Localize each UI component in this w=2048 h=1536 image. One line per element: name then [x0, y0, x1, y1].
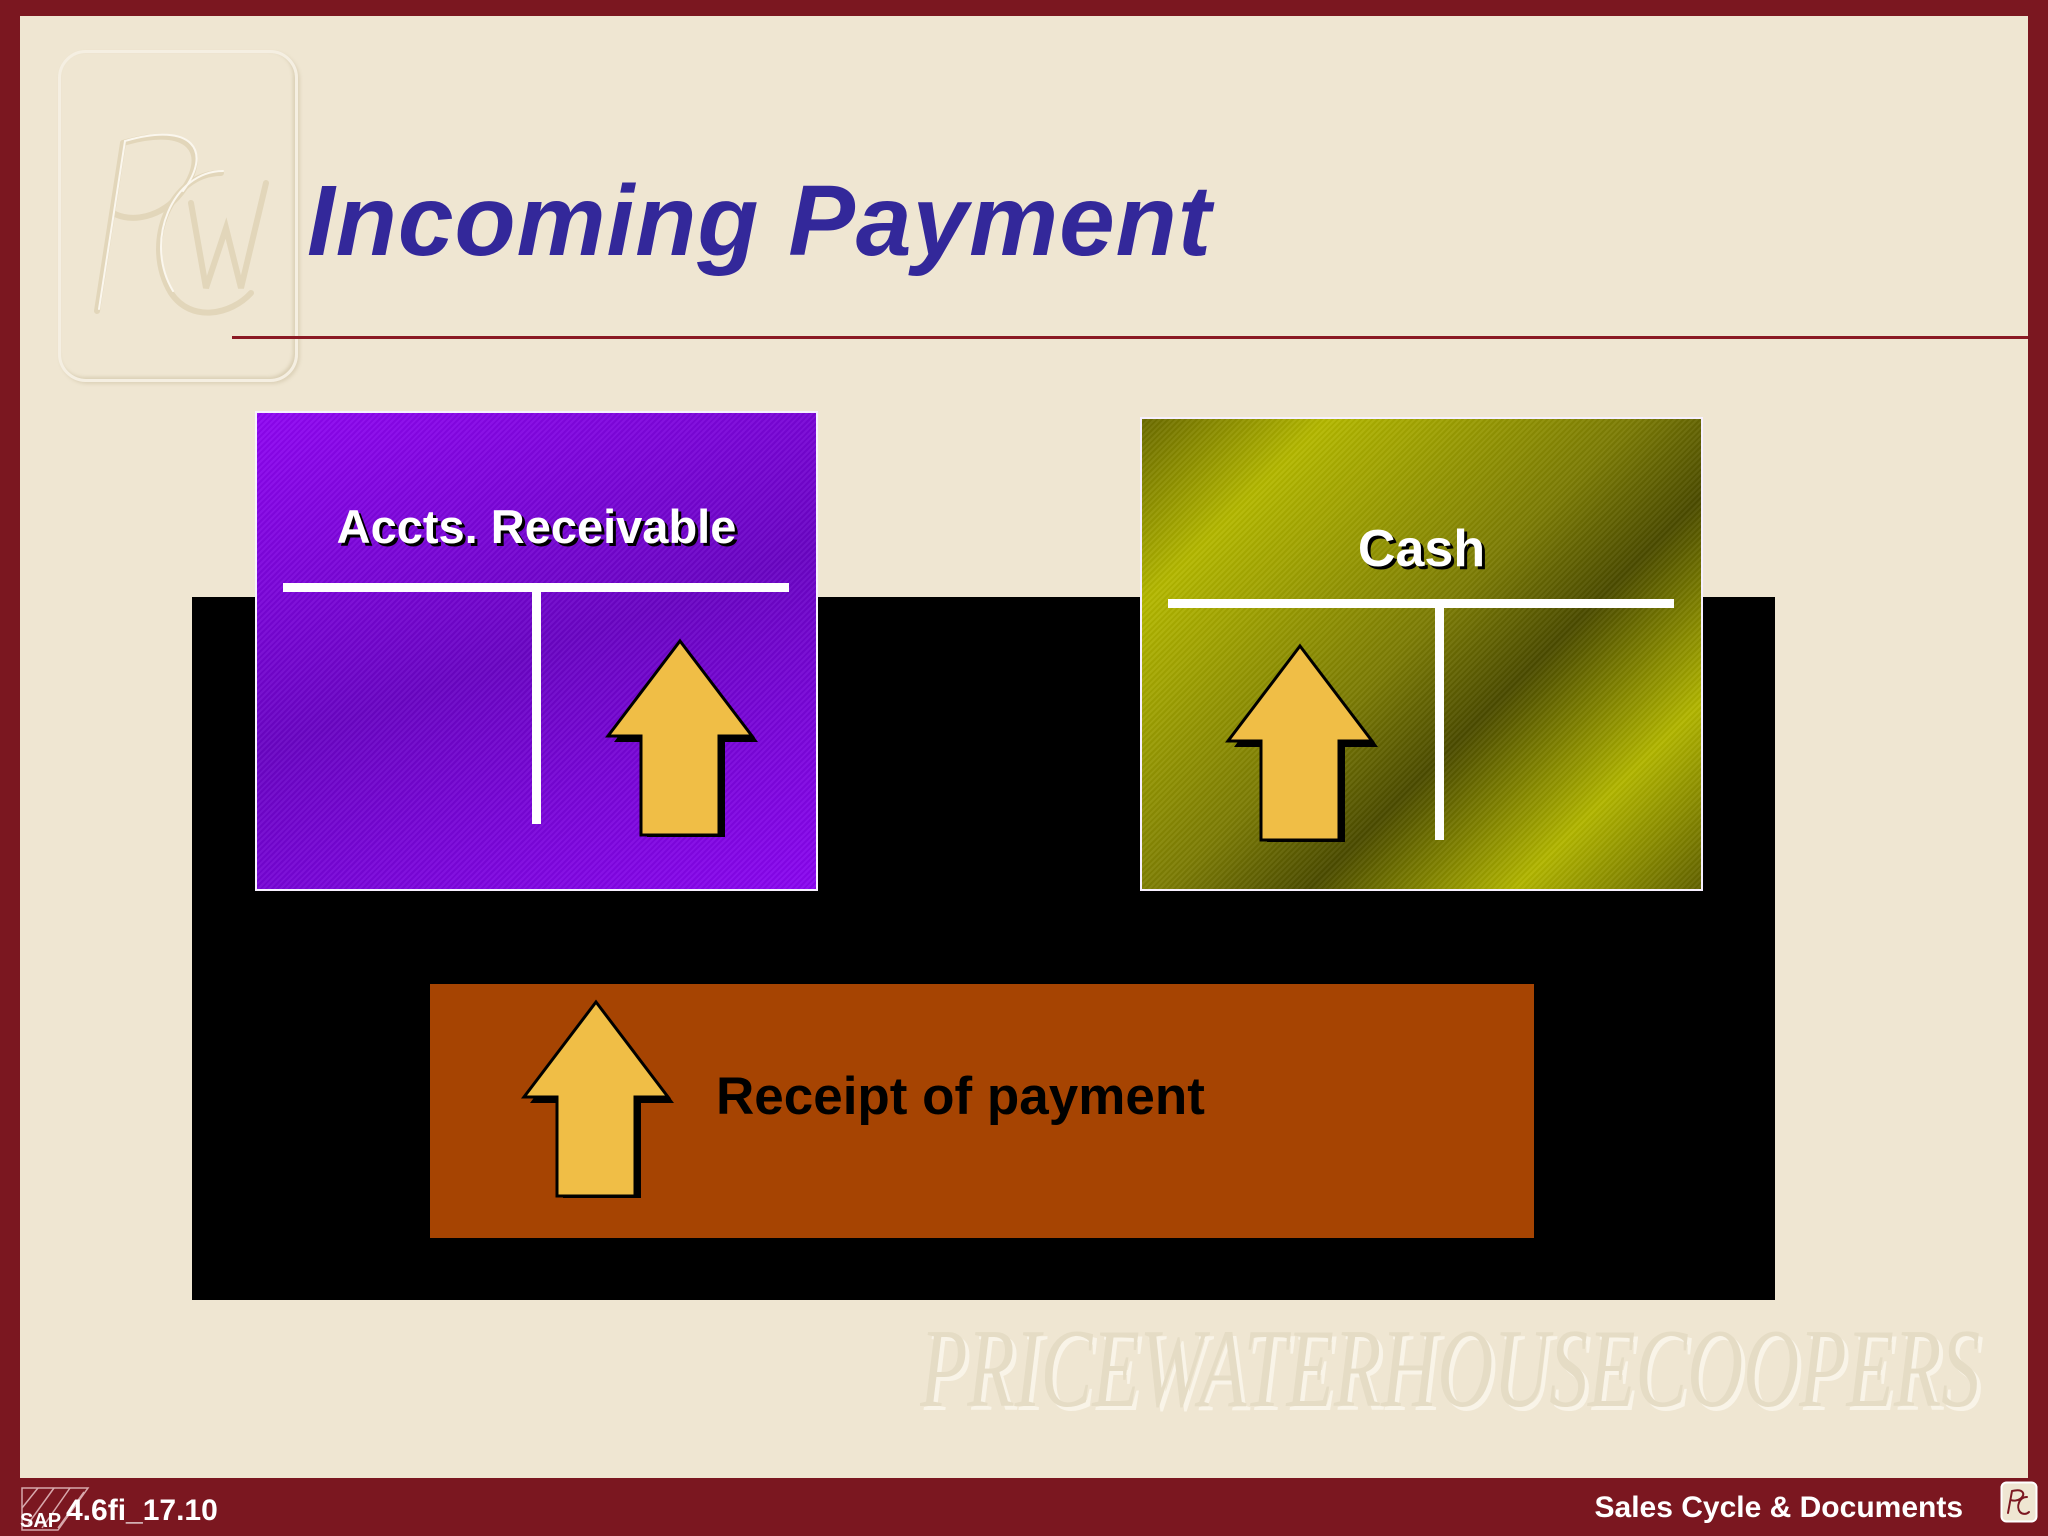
t-account-label: Accts. Receivable: [336, 500, 737, 553]
t-account-accounts-receivable: Accts. Receivable: [255, 411, 818, 891]
slide-title: Incoming Payment: [307, 165, 1213, 277]
footer-section-title: Sales Cycle & Documents: [1594, 1491, 1963, 1524]
footer-left: SAP 4.6fi_17.10: [18, 1484, 418, 1534]
transaction-box: Receipt of payment: [430, 984, 1534, 1238]
sap-label: SAP: [20, 1510, 62, 1532]
sap-logo-icon: [21, 1487, 90, 1531]
title-divider: [232, 336, 2028, 339]
slide: Incoming Payment Accts. Receivable Cash …: [20, 16, 2028, 1478]
transaction-label: Receipt of payment: [716, 1067, 1205, 1126]
t-account-label: Cash: [1357, 520, 1486, 578]
credit-increase-arrow-icon: [604, 638, 758, 837]
t-account-horizontal-line: [283, 583, 789, 592]
pricewaterhousecoopers-watermark: PRICEWATERHOUSECOOPERS PRICEWATERHOUSECO…: [920, 1307, 1984, 1435]
document-code: 4.6fi_17.10: [66, 1494, 218, 1527]
pwc-small-logo-icon: [2000, 1481, 2038, 1523]
svg-text:PRICEWATERHOUSECOOPERS: PRICEWATERHOUSECOOPERS: [920, 1307, 1980, 1431]
debit-increase-arrow-icon: [1224, 643, 1378, 842]
t-account-vertical-line: [532, 588, 541, 824]
t-account-cash: Cash: [1140, 417, 1703, 891]
increase-arrow-icon: [520, 999, 674, 1198]
t-account-horizontal-line: [1168, 599, 1674, 608]
pwc-monogram-logo: [58, 50, 298, 382]
svg-text:PRICEWATERHOUSECOOPERS: PRICEWATERHOUSECOOPERS: [923, 1311, 1984, 1435]
t-account-vertical-line: [1435, 604, 1444, 840]
